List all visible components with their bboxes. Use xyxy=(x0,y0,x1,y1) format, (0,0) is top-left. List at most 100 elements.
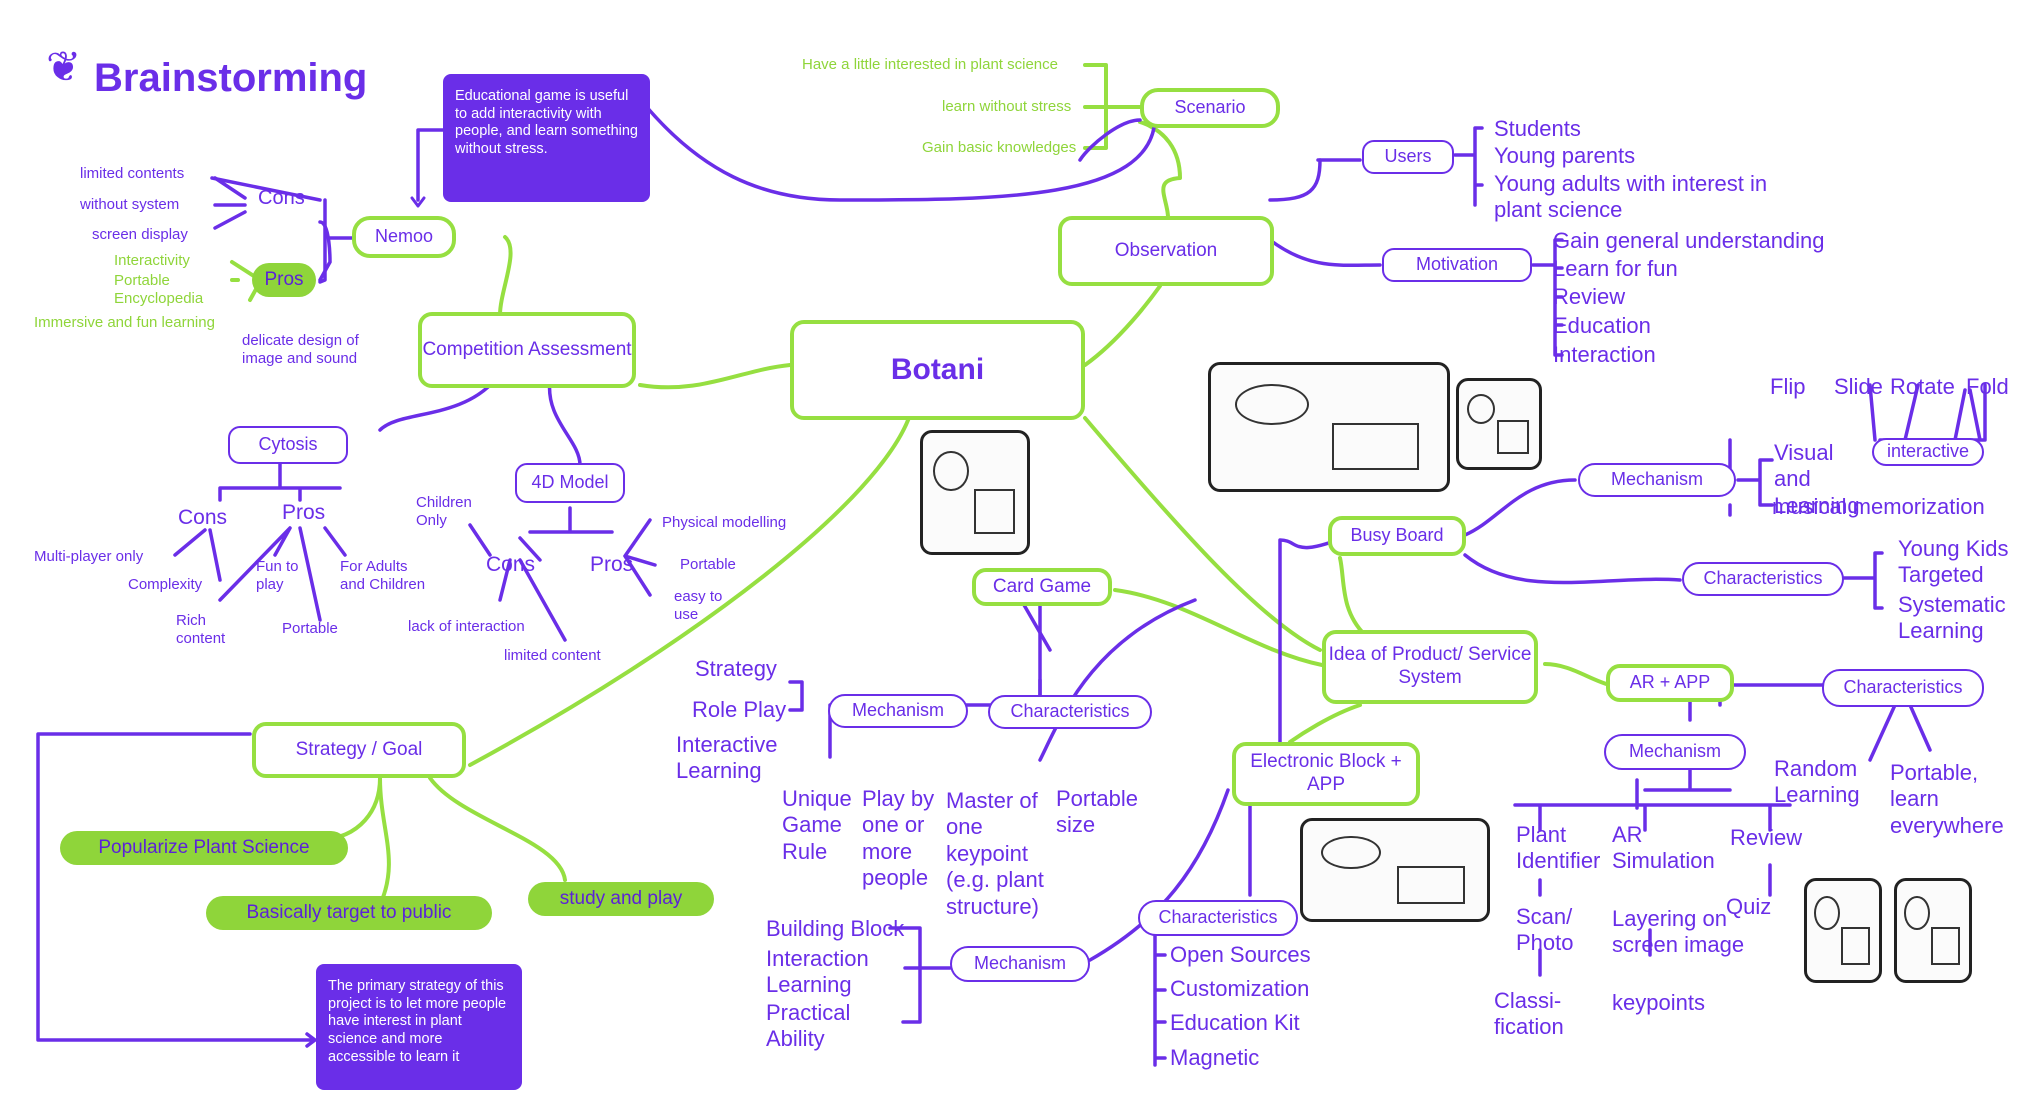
nemoo-pro: Immersive and fun learning xyxy=(34,314,215,331)
plant-identifier: Plant Identifier xyxy=(1516,822,1601,874)
card-mechanism-item: Strategy xyxy=(695,656,777,681)
scenario-item: Gain basic knowledges xyxy=(922,139,1077,156)
electronic-characteristic: Education Kit xyxy=(1170,1010,1300,1035)
4d-con: Children Only xyxy=(416,494,472,529)
ar-characteristic: Portable, learn everywhere xyxy=(1890,760,2004,838)
strategy-goal-node: Strategy / Goal xyxy=(252,722,466,778)
nemoo-node: Nemoo xyxy=(352,216,456,258)
cytosis-pro: Rich content xyxy=(176,612,226,647)
cytosis-cons-label: Cons xyxy=(178,506,228,529)
motivation-item: Education xyxy=(1553,313,1651,338)
nemoo-pro: Interactivity xyxy=(114,252,190,269)
scenario-node: Scenario xyxy=(1140,88,1280,128)
idea-product-node: Idea of Product/ Service System xyxy=(1322,630,1538,704)
card-characteristic: Master of one keypoint (e.g. plant struc… xyxy=(946,788,1044,919)
4d-pro: easy to use xyxy=(674,588,723,623)
busy-board-node: Busy Board xyxy=(1328,516,1466,556)
electronic-block-sketch xyxy=(1300,818,1490,922)
user-item: Young adults with interest in plant scie… xyxy=(1494,171,1768,223)
layering: Layering on screen image xyxy=(1612,906,1745,958)
central-topic: Botani xyxy=(790,320,1085,420)
card-characteristic: Play by one or more people xyxy=(862,786,935,891)
ar-app-sketch-1 xyxy=(1804,878,1882,983)
strategy-note: The primary strategy of this project is … xyxy=(316,964,522,1090)
interactive-option: Rotate xyxy=(1890,374,1955,399)
card-characteristic: Unique Game Rule xyxy=(782,786,852,864)
cytosis-pro: Fun to play xyxy=(256,558,299,593)
4d-model-node: 4D Model xyxy=(515,463,625,503)
nemoo-con: without system xyxy=(80,196,180,213)
leaf-icon: ❦ xyxy=(46,43,82,90)
keypoints: keypoints xyxy=(1612,990,1705,1015)
cytosis-con: Multi-player only xyxy=(34,548,144,565)
goal-pill: Popularize Plant Science xyxy=(60,831,348,865)
nemoo-pro-design: delicate design of image and sound xyxy=(242,332,359,367)
card-mechanism-item: Role Play xyxy=(692,697,787,722)
4d-con: limited content xyxy=(504,647,601,664)
users-node: Users xyxy=(1362,140,1454,174)
goal-pill: Basically target to public xyxy=(206,896,492,930)
review: Review xyxy=(1730,825,1803,850)
electronic-characteristic: Open Sources xyxy=(1170,942,1311,967)
electronic-mechanism-item: Interaction Learning xyxy=(766,946,869,998)
busy-characteristic: Systematic Learning xyxy=(1898,592,2006,644)
nemoo-pros-label: Pros xyxy=(252,263,316,297)
card-game-node: Card Game xyxy=(972,568,1112,606)
motivation-node: Motivation xyxy=(1382,248,1532,282)
scan-photo: Scan/ Photo xyxy=(1516,904,1574,956)
4d-pro: Physical modelling xyxy=(662,514,787,531)
cytosis-con: Complexity xyxy=(128,576,203,593)
musical-memorization: musical memorization xyxy=(1772,494,1985,519)
motivation-item: Learn for fun xyxy=(1553,256,1678,281)
interactive-node: interactive xyxy=(1872,438,1984,466)
scenario-item: Have a little interested in plant scienc… xyxy=(802,56,1058,73)
card-game-mechanism-node: Mechanism xyxy=(828,694,968,728)
classification: Classi- fication xyxy=(1494,988,1564,1040)
card-game-sketch xyxy=(920,430,1030,555)
scenario-item: learn without stress xyxy=(942,98,1072,115)
4d-pros-label: Pros xyxy=(590,553,634,576)
ar-app-node: AR + APP xyxy=(1606,664,1734,702)
electronic-mechanism-item: Building Block xyxy=(766,916,905,941)
cytosis-pro: For Adults and Children xyxy=(340,558,426,593)
card-mechanism-item: Interactive Learning xyxy=(676,732,778,784)
interactive-option: Flip xyxy=(1770,374,1806,399)
observation-node: Observation xyxy=(1058,216,1274,286)
ar-mechanism-node: Mechanism xyxy=(1604,734,1746,770)
4d-pro: Portable xyxy=(680,556,736,573)
busy-characteristic: Young Kids Targeted xyxy=(1898,536,2009,588)
visual-learning: Visual and Learning xyxy=(1774,440,1860,518)
nemoo-con: limited contents xyxy=(80,165,185,182)
motivation-item: Interaction xyxy=(1553,342,1656,367)
electronic-block-node: Electronic Block + APP xyxy=(1232,742,1420,806)
ar-simulation: AR Simulation xyxy=(1612,822,1715,874)
busy-board-sketch-small xyxy=(1456,378,1542,470)
interactive-option: Fold xyxy=(1966,374,2009,399)
cytosis-pros-label: Pros xyxy=(282,501,326,524)
motivation-item: Gain general understanding xyxy=(1553,228,1825,253)
busy-board-characteristics-node: Characteristics xyxy=(1682,562,1844,596)
user-item: Young parents xyxy=(1494,143,1636,168)
interactive-option: Slide xyxy=(1834,374,1883,399)
card-characteristic: Portable size xyxy=(1056,786,1138,838)
page-title: Brainstorming xyxy=(94,56,368,100)
user-item: Students xyxy=(1494,116,1581,141)
4d-cons-label: Cons xyxy=(486,553,536,576)
electronic-mechanism-node: Mechanism xyxy=(950,946,1090,982)
nemoo-con: screen display xyxy=(92,226,188,243)
quiz: Quiz xyxy=(1726,894,1772,919)
nemoo-pro: Portable Encyclopedia xyxy=(114,272,204,307)
cytosis-pro: Portable xyxy=(282,620,338,637)
card-game-characteristics-node: Characteristics xyxy=(988,695,1152,729)
busy-board-sketch xyxy=(1208,362,1450,492)
busy-board-mechanism-node: Mechanism xyxy=(1578,463,1736,497)
electronic-characteristic: Magnetic xyxy=(1170,1045,1260,1070)
ar-characteristics-node: Characteristics xyxy=(1822,669,1984,707)
goal-pill: study and play xyxy=(528,882,714,916)
competition-assessment-node: Competition Assessment xyxy=(418,312,636,388)
electronic-characteristic: Customization xyxy=(1170,976,1310,1001)
ar-characteristic: Random Learning xyxy=(1774,756,1860,808)
electronic-mechanism-item: Practical Ability xyxy=(766,1000,851,1052)
